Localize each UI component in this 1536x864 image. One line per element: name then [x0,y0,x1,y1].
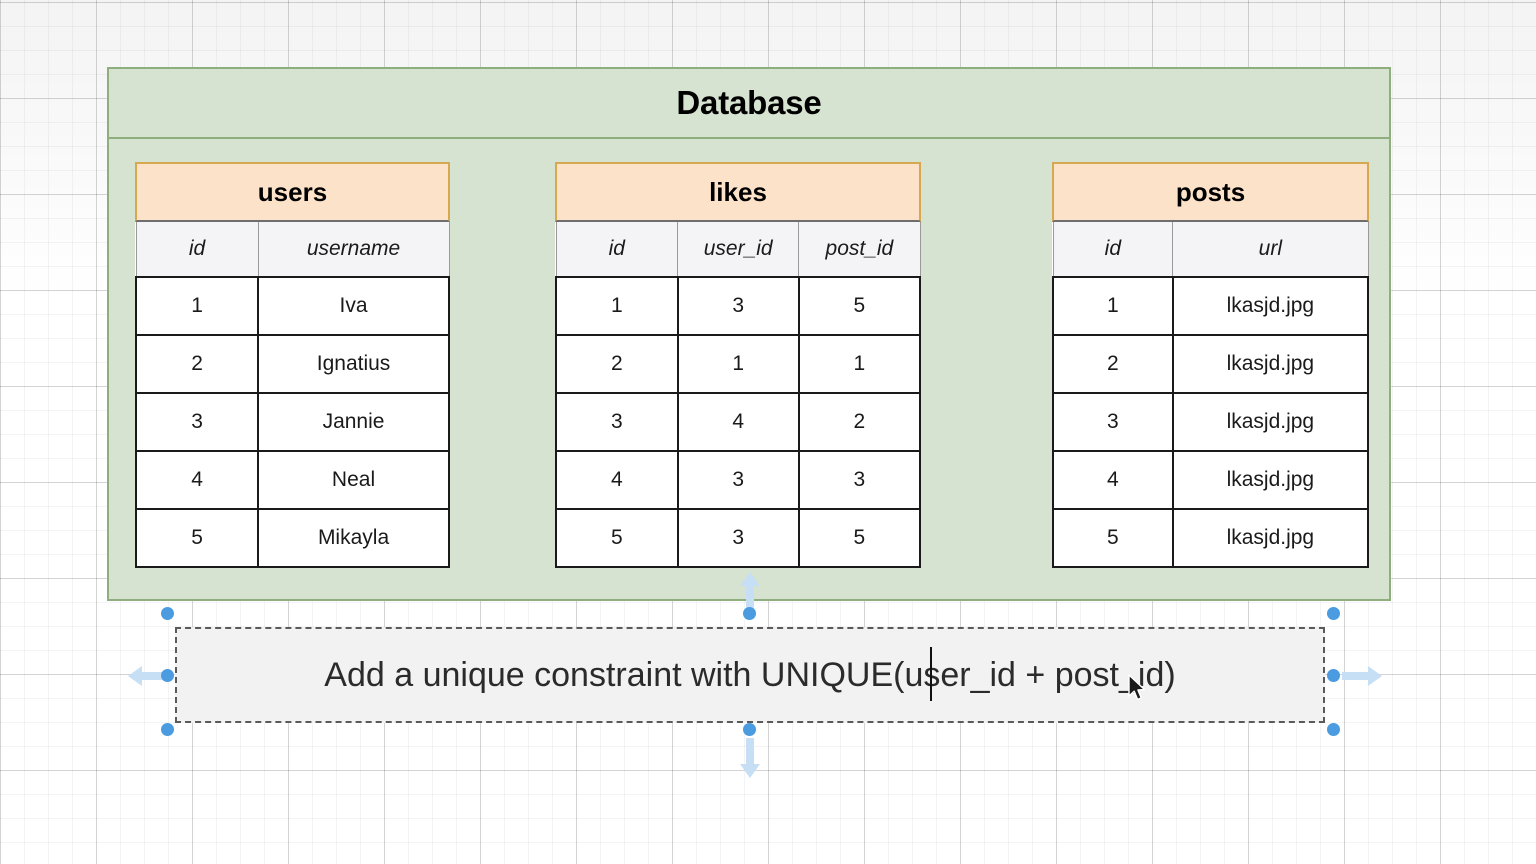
column-header-url: url [1172,222,1369,278]
cell-id: 1 [1052,276,1174,336]
table-row: 4 3 3 [555,450,922,510]
arrow-down-icon[interactable] [736,736,764,780]
table-header-row: id username [135,222,450,278]
entity-table-users-header: users [135,162,450,222]
selection-handle-bottom-left[interactable] [161,723,174,736]
cell-id: 4 [555,450,679,510]
table-row: 1 3 5 [555,276,922,336]
table-row: 5 lkasjd.jpg [1052,508,1370,568]
table-row: 4 lkasjd.jpg [1052,450,1370,510]
column-header-user-id: user_id [677,222,800,278]
arrow-up-icon[interactable] [736,570,764,614]
cell-user-id: 3 [676,276,800,336]
cell-id: 1 [134,276,260,336]
cell-id: 2 [555,334,679,394]
cell-id: 3 [555,392,679,452]
arrow-left-icon[interactable] [126,662,170,690]
column-header-username: username [257,222,450,278]
selection-handle-top-left[interactable] [161,607,174,620]
cell-username: Neal [257,450,450,510]
cell-username: Jannie [257,392,450,452]
cell-id: 5 [1052,508,1174,568]
cell-url: lkasjd.jpg [1171,276,1370,336]
cell-user-id: 3 [676,508,800,568]
cell-id: 4 [134,450,260,510]
cell-username: Iva [257,276,450,336]
arrow-right-icon[interactable] [1340,662,1384,690]
cell-post-id: 5 [797,276,922,336]
column-header-post-id: post_id [798,222,921,278]
entity-table-likes-grid: id user_id post_id 1 3 5 2 1 [555,222,922,568]
selection-handle-top-center[interactable] [743,607,756,620]
table-row: 1 Iva [134,276,450,336]
table-row: 1 lkasjd.jpg [1052,276,1370,336]
table-row: 4 Neal [134,450,450,510]
entity-table-likes-title: likes [709,176,767,207]
cell-url: lkasjd.jpg [1171,392,1370,452]
selection-handle-middle-right[interactable] [1327,669,1340,682]
page-title: Database [676,84,822,121]
entity-table-users[interactable]: users id username 1 Iva [134,162,450,568]
cell-user-id: 3 [676,450,800,510]
cell-id: 2 [1052,334,1174,394]
table-row: 2 lkasjd.jpg [1052,334,1370,394]
entity-table-likes-header: likes [555,162,921,222]
database-title-bar: Database [109,69,1389,139]
cell-id: 3 [134,392,260,452]
cell-id: 5 [134,508,260,568]
cell-id: 3 [1052,392,1174,452]
cell-id: 4 [1052,450,1174,510]
cell-user-id: 4 [676,392,800,452]
selection-handle-top-right[interactable] [1327,607,1340,620]
entity-table-users-grid: id username 1 Iva 2 Ignatius [134,222,450,568]
entity-table-users-title: users [257,176,328,207]
cell-post-id: 1 [797,334,922,394]
database-body: users id username 1 Iva [109,139,1389,597]
entity-table-posts-header: posts [1052,162,1369,222]
table-row: 5 3 5 [555,508,922,568]
cell-url: lkasjd.jpg [1171,450,1370,510]
table-row: 3 4 2 [555,392,922,452]
annotation-text-box[interactable]: Add a unique constraint with UNIQUE(user… [175,627,1325,723]
entity-table-posts-grid: id url 1 lkasjd.jpg 2 lkasjd.jpg [1052,222,1370,568]
cell-username: Ignatius [257,334,450,394]
entity-table-likes[interactable]: likes id user_id post_id 1 3 [555,162,922,568]
entity-table-posts[interactable]: posts id url 1 lkasjd.jpg [1052,162,1370,568]
table-header-row: id user_id post_id [555,222,921,278]
annotation-text: Add a unique constraint with UNIQUE(user… [324,655,1176,694]
cell-url: lkasjd.jpg [1171,508,1370,568]
cell-id: 2 [134,334,260,394]
selection-handle-middle-left[interactable] [161,669,174,682]
database-container[interactable]: Database users id username [107,67,1391,601]
cell-user-id: 1 [676,334,800,394]
table-row: 2 Ignatius [134,334,450,394]
column-header-id: id [1052,222,1174,278]
entity-table-posts-title: posts [1175,176,1246,207]
column-header-id: id [135,222,259,278]
cell-id: 1 [555,276,679,336]
cell-post-id: 5 [797,508,922,568]
text-caret-icon [930,647,932,701]
selection-handle-bottom-center[interactable] [743,723,756,736]
table-row: 2 1 1 [555,334,922,394]
cell-post-id: 2 [797,392,922,452]
cell-url: lkasjd.jpg [1171,334,1370,394]
selection-handle-bottom-right[interactable] [1327,723,1340,736]
cell-id: 5 [555,508,679,568]
cell-post-id: 3 [797,450,922,510]
column-header-id: id [555,222,679,278]
table-row: 3 lkasjd.jpg [1052,392,1370,452]
table-header-row: id url [1052,222,1369,278]
table-row: 5 Mikayla [134,508,450,568]
table-row: 3 Jannie [134,392,450,452]
cell-username: Mikayla [257,508,450,568]
